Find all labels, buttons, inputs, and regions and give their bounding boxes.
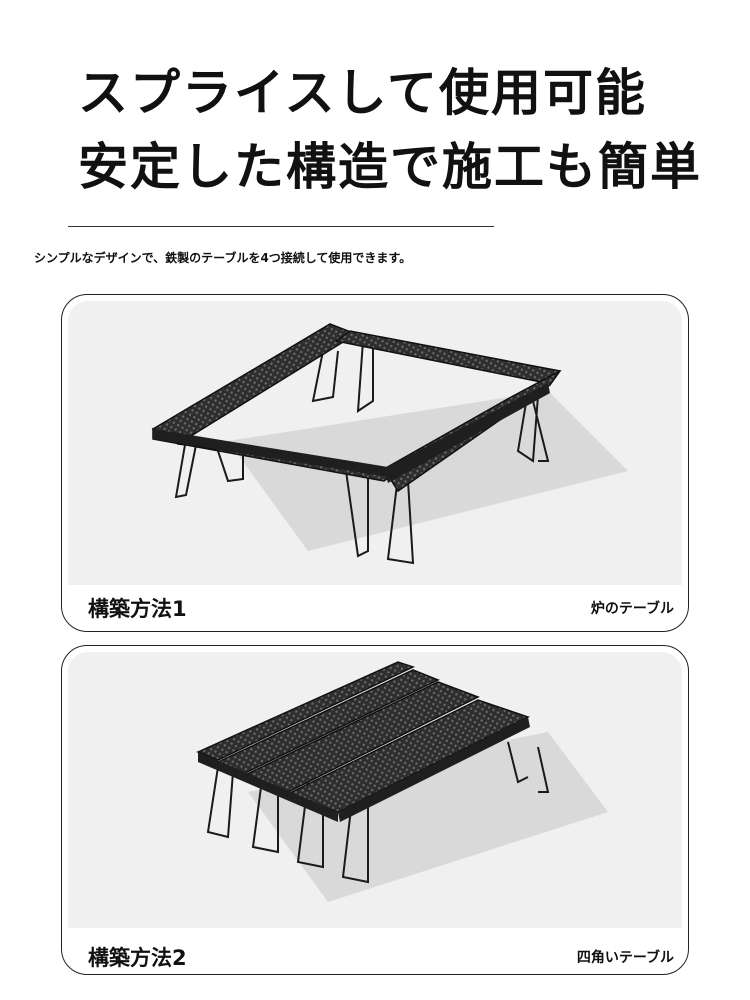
table-name: 四角いテーブル: [576, 950, 674, 966]
method-label: 構築方法1: [88, 597, 187, 621]
hearth-table-image: [151, 323, 628, 565]
description-text: シンプルなデザインで、鉄製のテーブルを4つ接続して使用できます。: [34, 251, 412, 265]
square-table-image: [196, 661, 608, 902]
headline-line-1: スプライスして使用可能: [78, 64, 647, 122]
method-card-1: 構築方法1 炉のテーブル: [61, 294, 689, 632]
method-card-2: 構築方法2 四角いテーブル: [61, 645, 689, 975]
method-label: 構築方法2: [88, 946, 187, 970]
divider-line: [68, 226, 494, 227]
table-name: 炉のテーブル: [590, 601, 674, 617]
square-table-illustration: [68, 652, 682, 928]
hearth-table-illustration: [68, 301, 682, 585]
headline-line-2: 安定した構造で施工も簡単: [78, 138, 702, 196]
